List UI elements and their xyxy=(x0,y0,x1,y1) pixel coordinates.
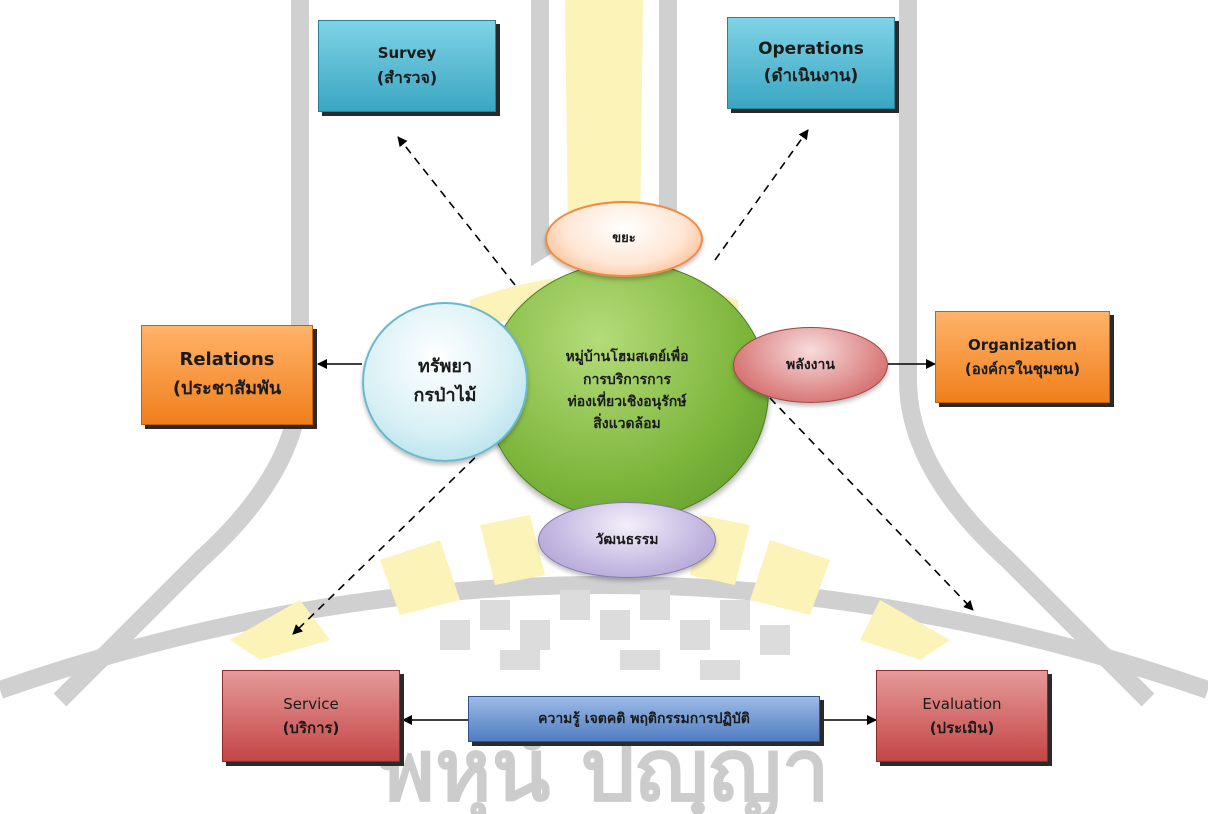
arrow-to-survey xyxy=(397,136,516,286)
culture-label: วัฒนธรรม xyxy=(595,531,659,548)
forest-line-1: ทรัพยา xyxy=(417,356,473,378)
relations-label-en: Relations xyxy=(179,349,275,371)
survey-box: Survey (สำรวจ) xyxy=(318,20,496,112)
hub-line-1: หมู่บ้านโฮมสเตย์เพื่อ xyxy=(565,349,689,366)
knowledge-label: ความรู้ เจตคติ พฤติกรรมการปฏิบัติ xyxy=(538,710,750,727)
hub-line-4: สิ่งแวดล้อม xyxy=(593,416,661,433)
hub-line-2: การบริการการ xyxy=(583,371,671,388)
knowledge-box: ความรู้ เจตคติ พฤติกรรมการปฏิบัติ xyxy=(468,696,820,742)
operations-box: Operations (ดำเนินงาน) xyxy=(727,17,895,109)
survey-label-en: Survey xyxy=(377,44,437,63)
operations-label-th: (ดำเนินงาน) xyxy=(763,66,859,86)
service-label-en: Service xyxy=(283,695,339,713)
service-label-th: (บริการ) xyxy=(282,719,340,737)
evaluation-label-en: Evaluation xyxy=(922,695,1002,713)
relations-label-th: (ประชาสัมพัน xyxy=(172,378,282,399)
energy-ellipse: พลังงาน xyxy=(733,327,888,403)
relations-box: Relations (ประชาสัมพัน xyxy=(141,325,313,425)
forest-line-2: กรป่าไม้ xyxy=(413,385,477,406)
organization-label-th: (องค์กรในชุมชน) xyxy=(964,360,1081,378)
evaluation-box: Evaluation (ประเมิน) xyxy=(876,670,1048,762)
arrow-to-evaluation xyxy=(769,397,974,611)
organization-label-en: Organization xyxy=(968,336,1077,354)
culture-ellipse: วัฒนธรรม xyxy=(538,502,716,578)
energy-label: พลังงาน xyxy=(786,356,835,373)
arrow-to-operations xyxy=(714,129,809,261)
forest-resources-circle: ทรัพยา กรป่าไม้ xyxy=(362,302,528,462)
central-hub-circle: หมู่บ้านโฮมสเตย์เพื่อ การบริการการ ท่องเ… xyxy=(485,262,769,520)
arrow-to-service xyxy=(292,447,486,635)
hub-line-3: ท่องเที่ยวเชิงอนุรักษ์ xyxy=(567,394,687,410)
waste-ellipse: ขยะ xyxy=(545,201,703,277)
operations-label-en: Operations xyxy=(758,38,864,59)
organization-box: Organization (องค์กรในชุมชน) xyxy=(935,311,1110,403)
waste-label: ขยะ xyxy=(612,230,636,246)
service-box: Service (บริการ) xyxy=(222,670,400,762)
evaluation-label-th: (ประเมิน) xyxy=(929,719,995,737)
survey-label-th: (สำรวจ) xyxy=(376,68,438,88)
